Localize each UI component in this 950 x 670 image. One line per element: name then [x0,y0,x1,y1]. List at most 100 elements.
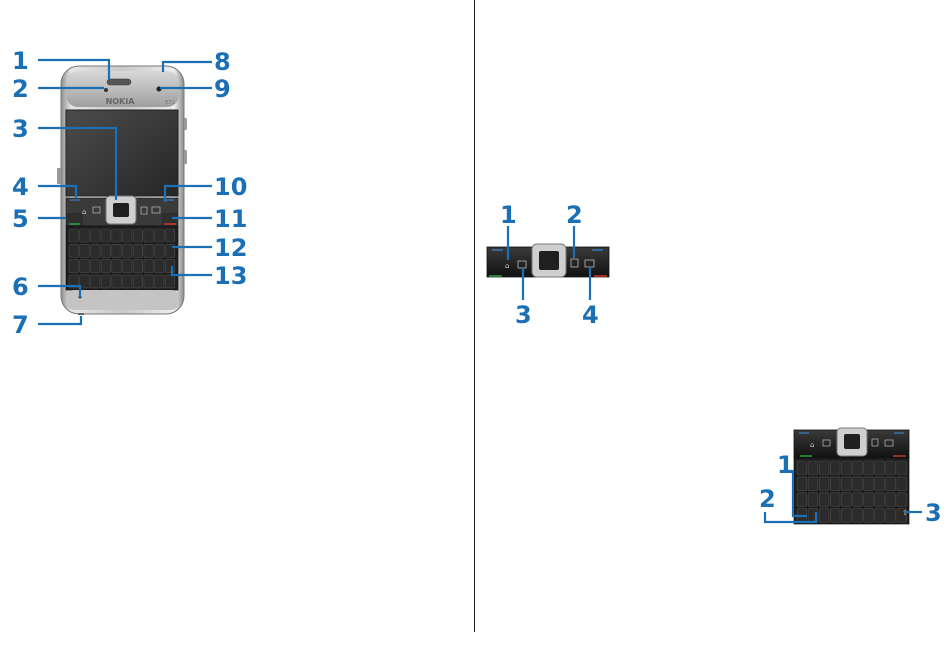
keyboard-key [864,493,874,507]
navi-scroll-center [844,434,860,449]
callout-12: 12 [214,234,247,262]
keyboard-key [112,229,122,242]
keyboard-key [165,229,175,242]
keyboard-key [830,461,840,475]
keyboard-key [144,275,154,288]
keyboard-key [69,260,79,273]
side-key-right [184,118,187,130]
keyboard-key [123,244,133,257]
keyboard-key [797,477,807,491]
model-label: E71 [165,100,175,106]
keyboard-key [80,260,90,273]
callout-11: 11 [214,205,247,233]
keyboard-key [155,229,165,242]
callout-3: 3 [12,115,29,143]
keyboard-key [797,461,807,475]
keyboard-key [853,493,863,507]
keyboard-key [830,509,840,523]
callout-13: 13 [214,262,247,290]
navi-scroll-center [539,251,559,270]
keyboard-key [875,461,885,475]
callout-4: 4 [582,301,599,329]
keyboard-key [819,477,829,491]
keyboard-key [808,461,818,475]
keyboard-key [80,275,90,288]
keyboard-key [897,477,907,491]
keyboard-key [808,493,818,507]
keyboard-key [841,461,851,475]
keyboard-key [897,461,907,475]
keyboard-key [864,461,874,475]
keyboard-key [144,244,154,257]
keyboard-key [853,477,863,491]
keyboard-key [90,275,100,288]
keyboard-key [144,229,154,242]
home-key-icon: ⌂ [82,208,86,216]
callout-7: 7 [12,311,29,339]
keyboard-key [841,493,851,507]
keyboard-key [808,477,818,491]
home-key-icon: ⌂ [810,441,814,449]
keyboard-key [90,260,100,273]
brand-logo: NOKIA [106,97,136,106]
callout-1: 1 [12,47,29,75]
keyboard-key [112,260,122,273]
callout-3: 3 [925,499,942,527]
callout-9: 9 [214,75,231,103]
keyboard-key [155,244,165,257]
keyboard-key [90,244,100,257]
keyboard-key [133,229,143,242]
side-key-right-2 [184,150,187,164]
keyboard-key [80,244,90,257]
keyboard-key [101,244,111,257]
keyboard-key [123,229,133,242]
keyboard-key [886,493,896,507]
charger-connector [78,313,84,315]
callout-8: 8 [214,48,231,76]
keyboard-key [144,260,154,273]
keyboard-key [101,229,111,242]
keyboard-key [819,461,829,475]
display-screen [66,110,178,196]
home-key-icon: ⌂ [505,262,509,270]
callout-6: 6 [12,273,29,301]
callout-1: 1 [500,201,517,229]
keyboard-key [155,275,165,288]
keyboard-key [90,229,100,242]
keyboard-key [165,275,175,288]
callout-2: 2 [12,75,29,103]
keyboard-key [886,477,896,491]
keyboard-view: ⌂ ⇧ [794,428,909,524]
keyboard-key [123,260,133,273]
keyboard-key [819,493,829,507]
navi-scroll-center [113,203,129,217]
keyboard-key [101,260,111,273]
keyboard-key [886,509,896,523]
keyboard-key [830,477,840,491]
keyboard-key [155,260,165,273]
callout-5: 5 [12,205,29,233]
keyboard-key [165,260,175,273]
light-sensor [104,88,108,92]
callout-2: 2 [759,485,776,513]
keyboard-key [875,509,885,523]
keyboard-key [864,477,874,491]
keyboard-key [819,509,829,523]
keyboard-key [123,275,133,288]
keyboard-key [841,509,851,523]
keyboard-key [841,477,851,491]
callout-1: 1 [777,451,794,479]
keyboard-key [69,229,79,242]
keyboard-key [830,493,840,507]
earpiece [107,79,131,85]
keyboard-key [797,493,807,507]
keyboard-key [875,493,885,507]
keyboard-key [112,275,122,288]
keyboard-key [864,509,874,523]
callout-2: 2 [566,201,583,229]
callout-10: 10 [214,173,247,201]
callout-3: 3 [515,301,532,329]
keyboard-key [853,461,863,475]
keyboard-key [80,229,90,242]
